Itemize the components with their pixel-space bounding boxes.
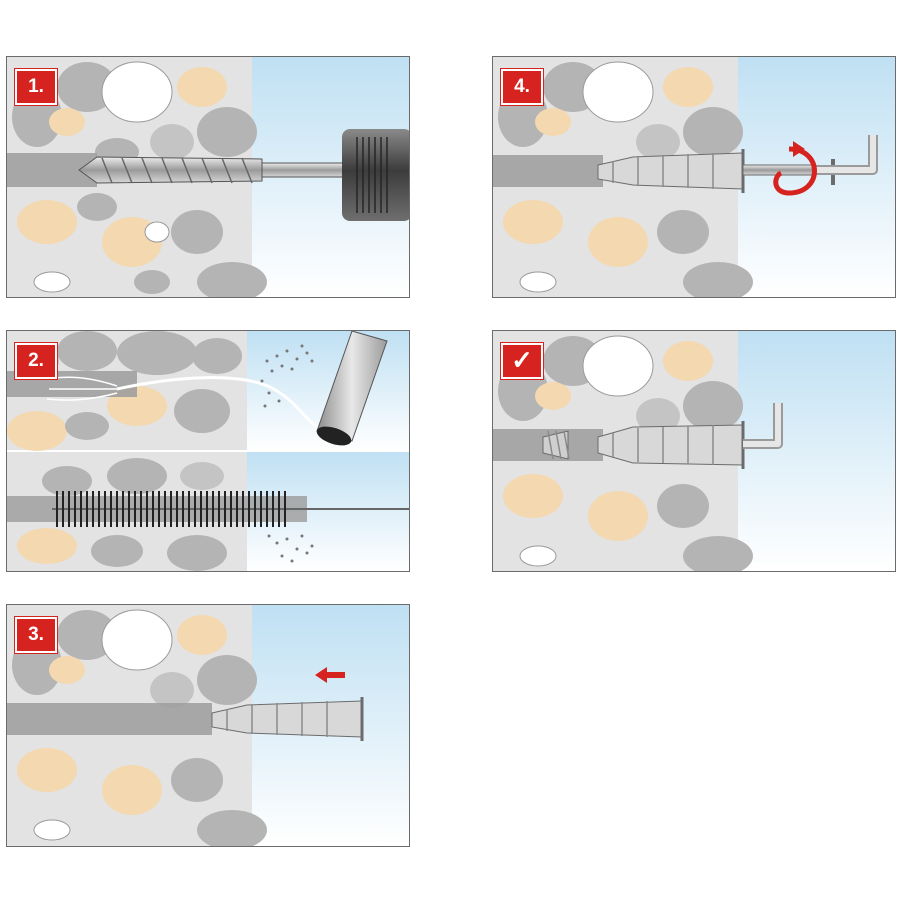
step-1-illustration — [7, 57, 409, 297]
dust-particles-bottom — [267, 534, 314, 563]
step-badge: 1. — [15, 69, 57, 105]
hook-screw — [743, 403, 783, 449]
expanded-wall-plug — [542, 421, 745, 469]
left-arrow-icon — [315, 667, 345, 683]
wall-stones — [498, 61, 753, 297]
drill-bit — [78, 156, 348, 184]
rotation-arrow-icon — [773, 141, 817, 196]
step-3-insert-panel: 3. — [6, 604, 410, 847]
step-4-illustration — [493, 57, 895, 297]
wall-plug — [211, 697, 364, 741]
wall-stones-top — [7, 331, 242, 451]
drill-hole — [7, 703, 212, 735]
wall-stones — [12, 61, 267, 297]
dust-particles — [260, 344, 314, 408]
step-5-done-panel: ✓ — [492, 330, 896, 572]
wall-stones-bottom — [17, 458, 227, 571]
step-5-illustration — [493, 331, 895, 571]
step-2-illustration — [7, 331, 409, 571]
step-badge: 2. — [15, 343, 57, 379]
step-badge: 4. — [501, 69, 543, 105]
checkmark-icon: ✓ — [501, 343, 543, 379]
step-4-screw-panel: 4. — [492, 56, 896, 298]
drill-chuck-icon — [342, 129, 409, 221]
cleaning-brush-icon — [52, 491, 409, 527]
step-badge: 3. — [15, 617, 57, 653]
wall-stones — [12, 609, 267, 846]
step-3-illustration — [7, 605, 409, 846]
air-blower-icon — [316, 331, 388, 446]
step-1-drill-panel: 1. — [6, 56, 410, 298]
step-2-clean-panel: 2. — [6, 330, 410, 572]
